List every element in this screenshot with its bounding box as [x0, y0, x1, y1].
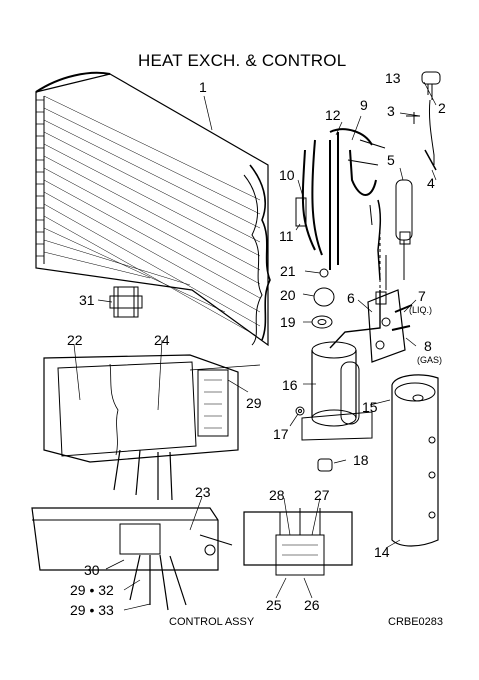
- callout-29-32: 29 • 32: [70, 582, 114, 598]
- callout-24: 24: [154, 332, 170, 348]
- callout-30: 30: [84, 562, 100, 578]
- callout-14: 14: [374, 544, 390, 560]
- callout-9: 9: [360, 97, 368, 113]
- leader-lines: [73, 81, 437, 611]
- compressor: [301, 290, 381, 441]
- small-fittings: [311, 268, 335, 329]
- callout-29-33: 29 • 33: [70, 602, 114, 618]
- callout-20: 20: [280, 287, 296, 303]
- callout-10: 10: [279, 167, 295, 183]
- callout-31: 31: [79, 292, 95, 308]
- callout-13: 13: [385, 70, 401, 86]
- side-panel: [391, 374, 439, 547]
- control-assy-label: CONTROL ASSY: [169, 616, 255, 628]
- callout-27: 27: [314, 487, 330, 503]
- heat-exchanger-coil: [35, 71, 271, 347]
- callout-6: 6: [347, 290, 355, 306]
- callout-25: 25: [266, 597, 282, 613]
- control-box: [43, 354, 261, 501]
- callout-19: 19: [280, 314, 296, 330]
- callout-28: 28: [269, 487, 285, 503]
- callout-21: 21: [280, 263, 296, 279]
- solenoid-and-valve-parts: [406, 71, 441, 171]
- callout-22: 22: [67, 332, 83, 348]
- callout-11: 11: [279, 228, 294, 244]
- callout-3: 3: [387, 103, 395, 119]
- piping-assembly: [295, 128, 386, 281]
- receiver-tank: [379, 179, 413, 295]
- page-title: HEAT EXCH. & CONTROL: [138, 51, 347, 70]
- callout-15: 15: [362, 399, 378, 415]
- service-valve-plate: [367, 289, 413, 363]
- callout-1: 1: [199, 79, 207, 95]
- callout-17: 17: [273, 426, 289, 442]
- callout-7-note: (LIQ.): [409, 305, 433, 315]
- callout-8: 8: [424, 338, 432, 354]
- callout-16: 16: [282, 377, 298, 393]
- callout-23: 23: [195, 484, 211, 500]
- reactor: [109, 286, 143, 318]
- callout-4: 4: [427, 175, 435, 191]
- callout-18: 18: [353, 452, 369, 468]
- callout-7: 7: [418, 288, 426, 304]
- callout-29: 29: [246, 395, 262, 411]
- callout-5: 5: [387, 152, 395, 168]
- control-assy-right: [243, 508, 353, 576]
- control-assy-left: [31, 507, 233, 611]
- callout-12: 12: [325, 107, 341, 123]
- callout-2: 2: [438, 100, 446, 116]
- callout-8-note: (GAS): [417, 355, 443, 365]
- callout-26: 26: [304, 597, 320, 613]
- drawing-code: CRBE0283: [388, 616, 444, 628]
